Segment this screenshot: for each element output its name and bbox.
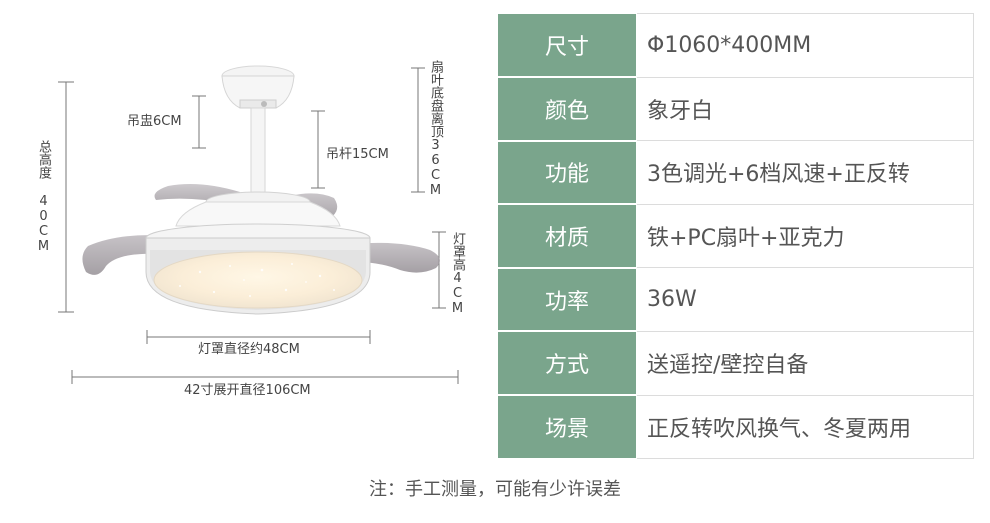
spec-row-control: 方式 送遥控/壁控自备 — [497, 330, 974, 397]
spec-row-color: 颜色 象牙白 — [497, 76, 974, 142]
spec-row-function: 功能 3色调光+6档风速+正反转 — [497, 140, 974, 206]
spec-row-size: 尺寸 Φ1060*400MM — [497, 13, 974, 79]
spec-row-power: 功率 36W — [497, 267, 974, 333]
spec-label: 尺寸 — [497, 13, 637, 79]
spec-value: 3色调光+6档风速+正反转 — [636, 140, 974, 205]
canopy — [221, 65, 295, 109]
spec-label: 方式 — [497, 330, 637, 397]
total-height-label: 总高度 40CM — [36, 140, 51, 254]
spec-value: 正反转吹风换气、冬夏两用 — [636, 394, 974, 460]
span-label: 42寸展开直径106CM — [184, 383, 311, 398]
blade-ceiling-dimension — [411, 67, 425, 193]
spec-value: 铁+PC扇叶+亚克力 — [636, 203, 974, 269]
lamp-shade — [145, 223, 371, 315]
shade-height-dimension — [432, 231, 446, 309]
spec-label: 场景 — [497, 394, 637, 460]
shade-diameter-label: 灯罩直径约48CM — [198, 342, 300, 357]
down-rod — [250, 107, 266, 195]
rod-label: 吊杆15CM — [326, 147, 389, 162]
canopy-dimension — [192, 95, 206, 149]
spec-table: 尺寸 Φ1060*400MM 颜色 象牙白 功能 3色调光+6档风速+正反转 材… — [497, 13, 974, 460]
spec-label: 材质 — [497, 203, 637, 269]
spec-value: 象牙白 — [636, 76, 974, 142]
spec-label: 功能 — [497, 140, 637, 206]
blade-to-ceiling-label: 扇叶底盘离顶36CM — [428, 60, 443, 198]
spec-value: 送遥控/壁控自备 — [636, 330, 974, 396]
spec-row-material: 材质 铁+PC扇叶+亚克力 — [497, 203, 974, 269]
shade-height-label: 灯罩高4CM — [450, 232, 465, 316]
spec-value: Φ1060*400MM — [636, 13, 974, 78]
spec-row-scene: 场景 正反转吹风换气、冬夏两用 — [497, 394, 974, 460]
right-blade — [352, 242, 440, 273]
span-dimension — [71, 370, 459, 384]
product-diagram: 总高度 40CM 吊盅6CM 吊杆15CM 扇叶底盘离顶36CM 灯罩高4CM … — [0, 0, 490, 470]
spec-label: 功率 — [497, 267, 637, 333]
motor-housing — [175, 191, 341, 227]
canopy-label: 吊盅6CM — [127, 114, 182, 129]
spec-value: 36W — [636, 267, 974, 332]
fan-light-illustration — [58, 65, 459, 384]
spec-label: 颜色 — [497, 76, 637, 142]
total-height-dimension — [58, 81, 74, 313]
measurement-note: 注：手工测量，可能有少许误差 — [369, 479, 621, 500]
shade-diameter-dimension — [146, 330, 371, 344]
rod-dimension — [311, 110, 325, 189]
